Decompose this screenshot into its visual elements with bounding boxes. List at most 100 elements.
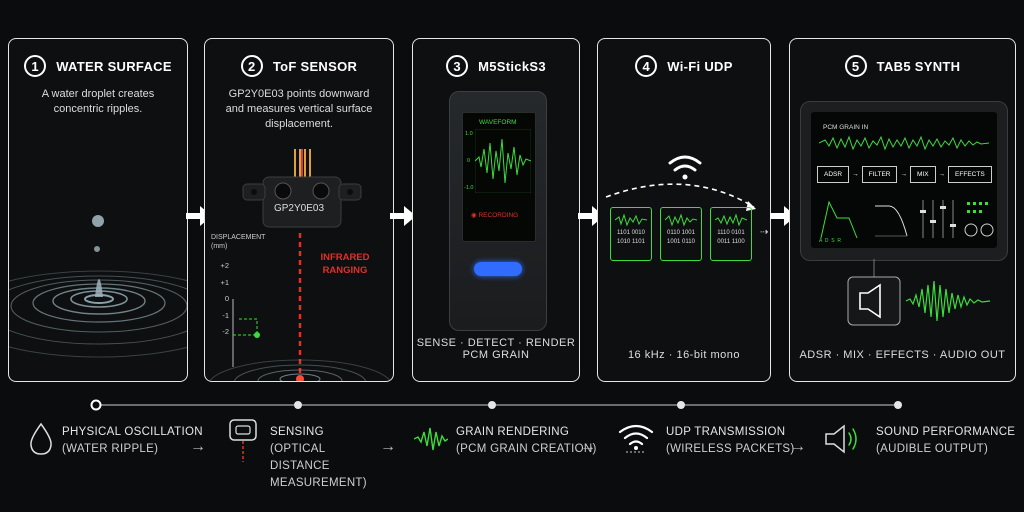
panel-title: ToF SENSOR	[272, 58, 358, 74]
timeline-title: UDP TRANSMISSION	[666, 426, 786, 438]
sensor-label: GP2Y0E03	[273, 203, 325, 214]
step-number: 5	[844, 55, 867, 77]
step-number: 2	[240, 55, 263, 77]
udp-packet: 0110 1001 1001 0110	[660, 207, 702, 261]
timeline-arrow-icon: →	[580, 438, 596, 455]
droplet	[92, 215, 104, 227]
water-ripple-illustration	[9, 215, 187, 358]
tick-label: -1	[222, 310, 229, 320]
signal-chain: ADSR→ FILTER→ MIX→ EFFECTS	[817, 166, 992, 183]
packet-bits: 0011 1100	[717, 239, 745, 245]
axis-title: DISPLACEMENT (mm)	[211, 234, 266, 250]
grain-waveform	[819, 135, 989, 151]
udp-packet: 1110 0101 0011 1100	[710, 207, 752, 261]
speaker-output-illustration	[847, 259, 991, 326]
panel-footer: 16 kHz · 16-bit mono	[627, 349, 741, 361]
packet-arrow-icon: ⇢	[760, 227, 769, 238]
step-number: 3	[446, 55, 469, 77]
timeline-title: PHYSICAL OSCILLATION	[62, 426, 203, 438]
timeline-subtitle: (WIRELESS PACKETS)	[666, 443, 795, 455]
audio-waveform	[905, 280, 991, 322]
chain-block: EFFECTS	[948, 166, 992, 183]
wifi-icon	[618, 424, 654, 453]
adsr-envelope	[820, 200, 858, 239]
timeline-step-grain: GRAIN RENDERING (PCM GRAIN CREATION)	[456, 424, 597, 458]
timeline-arrow-icon: →	[380, 438, 396, 455]
packet-bits: 1101 0010	[617, 230, 645, 236]
timeline-title: SENSING	[270, 426, 324, 438]
screen-tick: 0	[467, 158, 471, 164]
timeline-subtitle: (PCM GRAIN CREATION)	[456, 443, 597, 455]
udp-packet: 1101 0010 1010 1101	[610, 207, 652, 261]
tick-label: 0	[224, 294, 229, 303]
step-number: 1	[24, 55, 47, 77]
grain-label: PCM GRAIN IN	[823, 124, 869, 131]
tick-label: -2	[222, 327, 229, 336]
recording-label: RECORDING	[478, 212, 519, 219]
timeline-step-oscillation: PHYSICAL OSCILLATION (WATER RIPPLE)	[62, 424, 203, 458]
chain-arrow-icon: →	[852, 171, 859, 178]
timeline-track	[90, 399, 902, 411]
waveform-icon	[414, 427, 448, 451]
panel-water-surface: 1 WATER SURFACE A water droplet creates c…	[8, 38, 188, 382]
wifi-broadcast-illustration	[605, 155, 756, 211]
tab5-screen: PCM GRAIN IN ADSR→ FILTER→ MIX→ EFFECTS …	[811, 112, 997, 248]
panel-wifi-udp: 4 Wi-Fi UDP 1101 0010 1010 1101 0110 1001…	[597, 38, 771, 382]
timeline-title: GRAIN RENDERING	[456, 426, 570, 438]
timeline-step-sensing: SENSING (OPTICAL DISTANCE MEASUREMENT)	[270, 424, 380, 492]
panel-description: GP2Y0E03 points downward and measures ve…	[225, 88, 373, 130]
chain-block: FILTER	[861, 166, 898, 183]
speaker-icon	[825, 424, 857, 454]
droplet-icon	[30, 422, 52, 455]
synth-controls	[820, 200, 994, 239]
tab5-device: PCM GRAIN IN ADSR→ FILTER→ MIX→ EFFECTS …	[800, 101, 1008, 261]
panel-title: TAB5 SYNTH	[876, 58, 961, 74]
device-screen: WAVEFORM 1.0 0 -1.0 ◉ RECORDING	[462, 112, 536, 242]
device-button	[474, 262, 522, 276]
ranging-label: INFRARED RANGING	[320, 252, 370, 276]
tick-label: +1	[220, 277, 229, 287]
wifi-icon	[668, 155, 702, 172]
packet-list: 1101 0010 1010 1101 0110 1001 1001 0110 …	[610, 207, 768, 261]
screen-tick: 1.0	[465, 131, 473, 137]
screen-tick: -1.0	[464, 185, 474, 191]
step-number: 4	[635, 55, 658, 77]
tick-label: +2	[220, 261, 229, 270]
timeline-step-udp: UDP TRANSMISSION (WIRELESS PACKETS)	[666, 424, 795, 458]
filter-curve	[875, 205, 908, 237]
chain-arrow-icon: →	[938, 171, 946, 178]
timeline-arrow-icon: →	[190, 438, 206, 455]
panel-title: WATER SURFACE	[56, 58, 172, 74]
timeline-arrow-icon: →	[790, 438, 806, 455]
m5stick-device: WAVEFORM 1.0 0 -1.0 ◉ RECORDING	[449, 91, 547, 331]
screen-waveform	[475, 129, 531, 193]
panel-footer: ADSR · MIX · EFFECTS · AUDIO OUT	[799, 349, 1006, 361]
adsr-letters: A D S R	[819, 238, 841, 244]
chain-block: ADSR	[817, 166, 850, 183]
chain-arrow-icon: →	[900, 171, 907, 178]
packet-bits: 1110 0101	[717, 230, 745, 236]
timeline-subtitle: (WATER RIPPLE)	[62, 443, 159, 455]
packet-bits: 0110 1001	[667, 230, 695, 236]
panel-description: A water droplet creates concentric rippl…	[41, 88, 155, 115]
timeline-subtitle: (AUDIBLE OUTPUT)	[876, 443, 989, 455]
timeline-step-sound: SOUND PERFORMANCE (AUDIBLE OUTPUT)	[876, 424, 1015, 458]
packet-bits: 1010 1101	[617, 239, 645, 245]
panel-title: Wi-Fi UDP	[667, 58, 733, 74]
sensor-icon	[229, 419, 257, 462]
packet-bits: 1001 0110	[667, 239, 695, 245]
panel-title: M5StickS3	[478, 58, 546, 74]
screen-title: WAVEFORM	[479, 119, 517, 126]
panel-footer: SENSE · DETECT · RENDER PCM GRAIN	[416, 337, 576, 361]
speaker-icon	[859, 283, 881, 319]
panel-m5sticks3: 3 M5StickS3 WAVEFORM 1.0 0 -1.0 ◉ RECORDI…	[412, 38, 580, 382]
panel-tof-sensor: 2 ToF SENSOR GP2Y0E03 points downward and…	[204, 38, 394, 382]
recording-indicator: ◉ RECORDING	[471, 211, 518, 219]
displacement-axis: +2 +1 0 -1 -2	[213, 258, 229, 341]
chain-block: MIX	[909, 166, 936, 183]
record-icon: ◉	[471, 212, 477, 219]
timeline-subtitle: (OPTICAL DISTANCE MEASUREMENT)	[270, 443, 367, 489]
timeline-title: SOUND PERFORMANCE	[876, 426, 1016, 438]
tof-sensor-illustration	[209, 149, 391, 381]
